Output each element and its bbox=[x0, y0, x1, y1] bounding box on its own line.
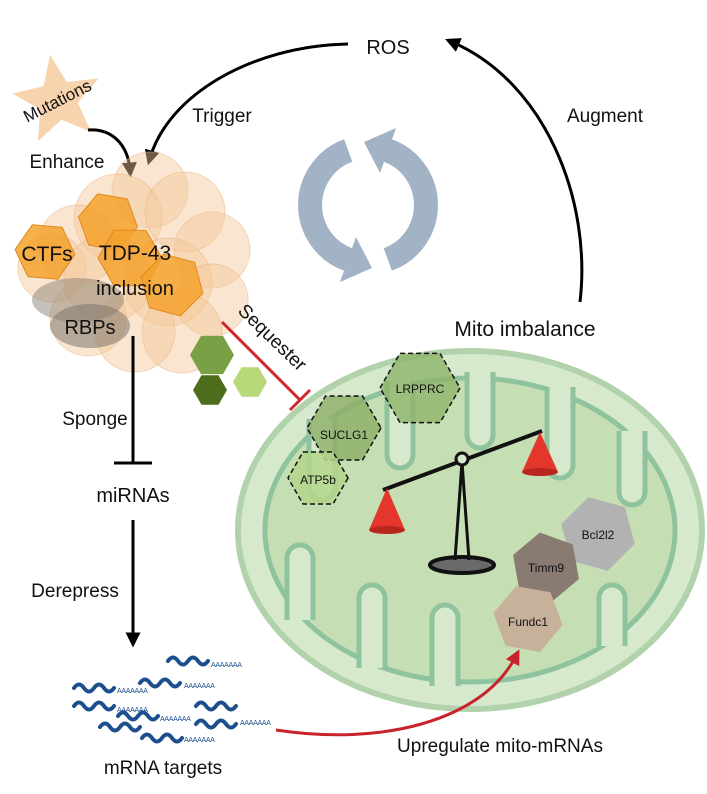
mitochondrion bbox=[235, 348, 705, 712]
sequestered-protein-hexagon bbox=[233, 367, 267, 397]
mirnas-label: miRNAs bbox=[96, 485, 169, 507]
mrna-targets-group bbox=[72, 655, 238, 744]
rbp-blob bbox=[50, 304, 130, 348]
poly-a-tails: AAAAAAA AAAAAAA AAAAAAA AAAAAAA AAAAAAA … bbox=[117, 662, 272, 744]
mrna-wave bbox=[72, 682, 116, 694]
derepress-label: Derepress bbox=[31, 581, 119, 602]
sequestered-protein-hexagon bbox=[193, 375, 227, 405]
mrna-wave bbox=[98, 721, 142, 733]
lrpprc-label: LRPPRC bbox=[396, 382, 445, 396]
fundc1-label: Fundc1 bbox=[508, 615, 548, 629]
mutation-star-icon bbox=[12, 54, 99, 142]
ctfs-hexagon bbox=[14, 224, 76, 280]
mrna-wave bbox=[194, 700, 238, 712]
trigger-arrow bbox=[144, 42, 349, 166]
sequestered-protein-hexagon bbox=[190, 335, 234, 375]
bcl2l2-label: Bcl2l2 bbox=[582, 528, 615, 542]
bcl2l2-hexagon bbox=[561, 497, 635, 571]
tdp43-label: TDP-43 bbox=[99, 242, 171, 265]
balance-scale-icon bbox=[369, 429, 558, 575]
lrpprc-hexagon bbox=[379, 352, 461, 424]
inclusion-label: inclusion bbox=[96, 278, 174, 300]
sponge-label: Sponge bbox=[62, 409, 128, 430]
upregulate-arrow bbox=[275, 649, 520, 737]
poly-a-tail: AAAAAAA bbox=[160, 716, 191, 723]
ros-label: ROS bbox=[366, 37, 409, 59]
enhance-label: Enhance bbox=[29, 152, 104, 173]
augment-arrow bbox=[445, 38, 584, 303]
mrna-wave bbox=[138, 677, 182, 689]
mito-imbalance-label: Mito imbalance bbox=[454, 318, 595, 341]
atp5b-hexagon bbox=[287, 451, 349, 505]
suclg1-label: SUCLG1 bbox=[320, 428, 368, 442]
suclg1-hexagon bbox=[306, 395, 382, 461]
rbps-label: RBPs bbox=[64, 317, 115, 339]
mrna-wave bbox=[72, 700, 116, 712]
timm9-label: Timm9 bbox=[528, 561, 565, 575]
mrna-wave bbox=[140, 732, 184, 744]
poly-a-tail: AAAAAAA bbox=[117, 707, 148, 714]
atp5b-label: ATP5b bbox=[300, 473, 336, 487]
timm9-hexagon bbox=[513, 532, 579, 602]
tdp43-inclusion-cluster bbox=[14, 151, 251, 374]
upregulate-label: Upregulate mito-mRNAs bbox=[397, 736, 603, 757]
mrna-wave bbox=[194, 718, 238, 730]
sequester-inhibition-bar bbox=[288, 388, 312, 412]
enhance-arrow bbox=[87, 128, 137, 178]
sequester-inhibition-line bbox=[220, 320, 302, 402]
poly-a-tail: AAAAAAA bbox=[184, 683, 215, 690]
mrna-wave bbox=[166, 655, 210, 667]
cycle-arrows-icon bbox=[298, 128, 438, 282]
poly-a-tail: AAAAAAA bbox=[184, 737, 215, 744]
mrna-targets-label: mRNA targets bbox=[104, 758, 222, 779]
poly-a-tail: AAAAAAA bbox=[211, 662, 242, 669]
poly-a-tail: AAAAAAA bbox=[117, 688, 148, 695]
ctfs-label: CTFs bbox=[21, 243, 72, 266]
mrna-wave bbox=[116, 710, 160, 722]
poly-a-tail: AAAAAAA bbox=[240, 720, 271, 727]
augment-label: Augment bbox=[567, 106, 644, 127]
sequester-label: Sequester bbox=[233, 300, 310, 376]
trigger-label: Trigger bbox=[192, 106, 252, 127]
fundc1-hexagon bbox=[493, 586, 563, 652]
